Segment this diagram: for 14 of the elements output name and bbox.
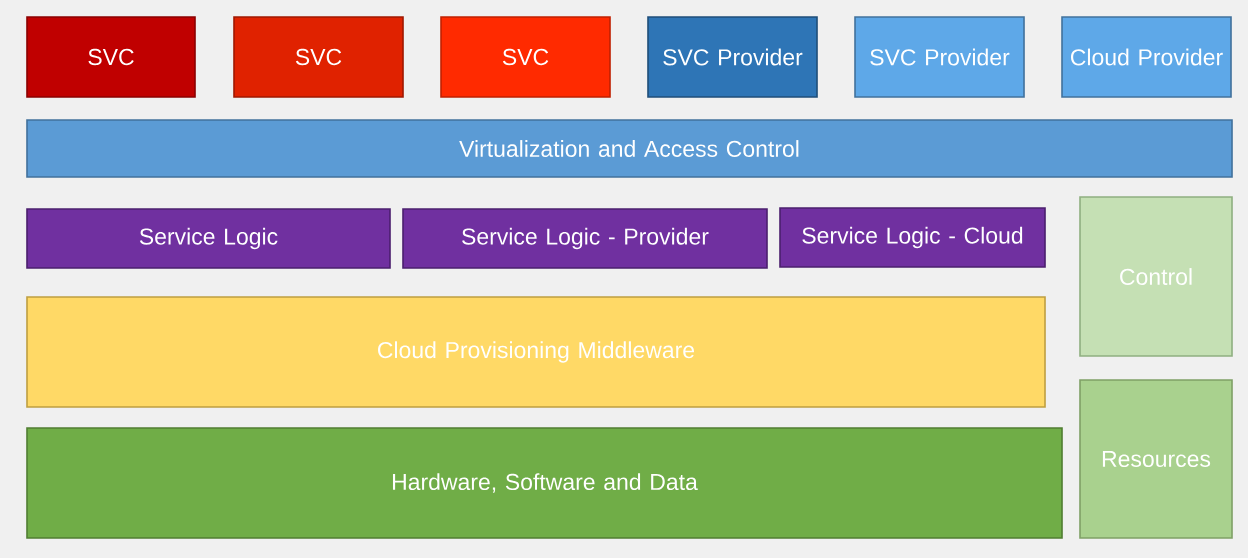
svc-box: SVC (26, 16, 196, 98)
layer-band: Hardware, Software and Data (26, 427, 1063, 539)
logic-box: Service Logic - Provider (402, 208, 768, 269)
logic-box: Service Logic (26, 208, 391, 269)
side-box: Control (1079, 196, 1233, 357)
layer-band: Cloud Provisioning Middleware (26, 296, 1046, 408)
provider-box: SVC Provider (854, 16, 1025, 98)
layer-band: Virtualization and Access Control (26, 119, 1233, 178)
svc-box: SVC (440, 16, 611, 98)
logic-box: Service Logic - Cloud (779, 207, 1046, 268)
provider-box: Cloud Provider (1061, 16, 1232, 98)
side-box: Resources (1079, 379, 1233, 539)
svc-box: SVC (233, 16, 404, 98)
provider-box: SVC Provider (647, 16, 818, 98)
